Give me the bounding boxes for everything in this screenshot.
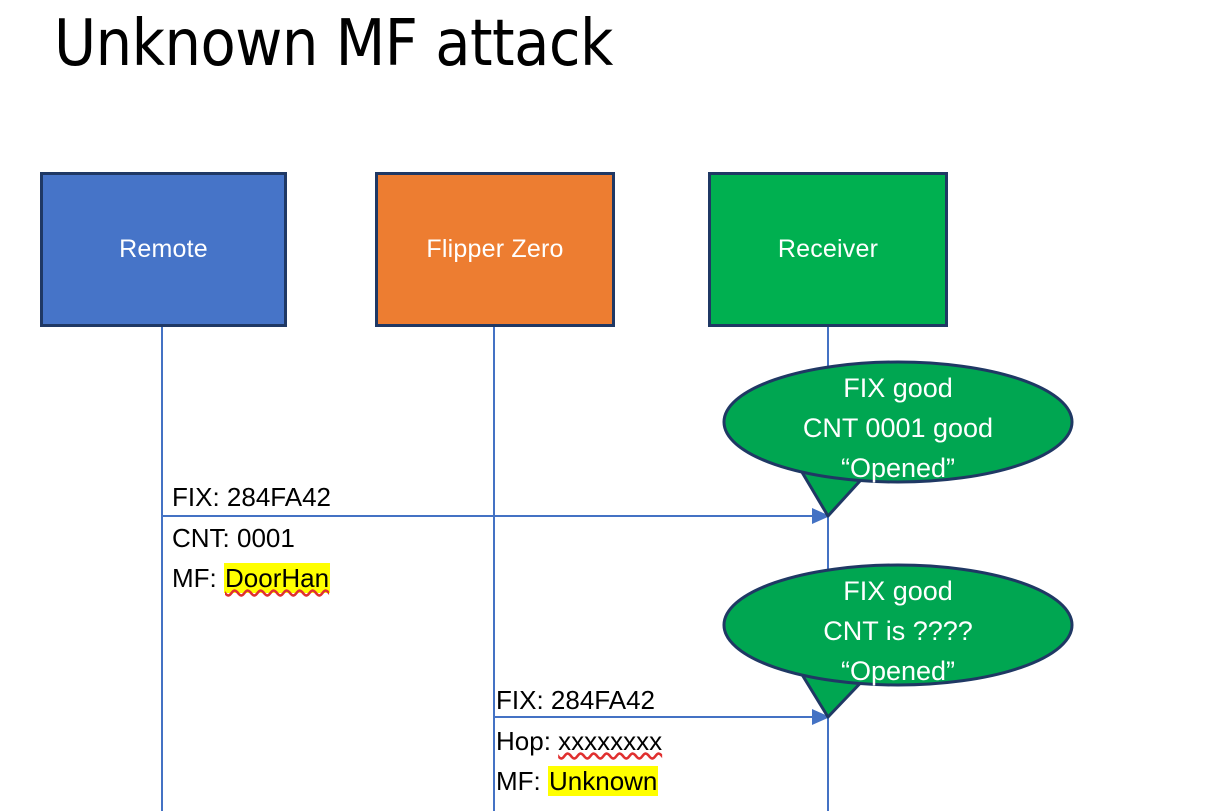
message-1-mf-line: MF: DoorHan [172, 558, 331, 598]
message-1-fix-line: FIX: 284FA42 [172, 482, 331, 512]
message-2-mf-line: MF: Unknown [496, 761, 659, 801]
actor-label-receiver: Receiver [777, 235, 879, 263]
message-1-mf-value: DoorHan [224, 563, 331, 593]
actor-box-remote[interactable]: Remote [40, 172, 287, 327]
page-title: Unknown MF attack [54, 7, 613, 81]
actor-label-flipper-zero: Flipper Zero [426, 235, 564, 263]
callout-1-line-3: “Opened” [840, 453, 956, 483]
callout-2-line-1: FIX good [843, 576, 953, 606]
message-1-mf-prefix: MF: [172, 563, 224, 593]
message-arrowhead-2 [812, 709, 830, 725]
message-2-hop-value: xxxxxxxx [558, 726, 663, 756]
message-2-hop-line: Hop: xxxxxxxx [496, 721, 662, 761]
callout-1-text: FIX good CNT 0001 good “Opened” [724, 368, 1072, 488]
callout-1-line-2: CNT 0001 good [802, 413, 994, 443]
actor-label-remote: Remote [119, 235, 208, 263]
callout-1-line-1: FIX good [843, 373, 953, 403]
callout-bubble-2 [722, 563, 1074, 719]
message-2-hop-prefix: Hop: [496, 726, 559, 756]
message-2-mf-value: Unknown [548, 766, 659, 796]
message-2-mf-prefix: MF: [496, 766, 548, 796]
actor-box-flipper-zero[interactable]: Flipper Zero [375, 172, 615, 327]
callout-2-line-3: “Opened” [840, 656, 956, 686]
callout-body-2 [722, 563, 1074, 687]
callout-body-1 [722, 360, 1074, 484]
message-arrowhead-1 [812, 508, 830, 524]
message-2-fix-line: FIX: 284FA42 [496, 685, 655, 715]
callout-bubble-1 [722, 360, 1074, 518]
callout-2-line-2: CNT is ???? [823, 616, 973, 646]
callout-2-text: FIX good CNT is ???? “Opened” [724, 571, 1072, 691]
message-1-cnt-line: CNT: 0001 [172, 523, 295, 553]
actor-box-receiver[interactable]: Receiver [708, 172, 948, 327]
